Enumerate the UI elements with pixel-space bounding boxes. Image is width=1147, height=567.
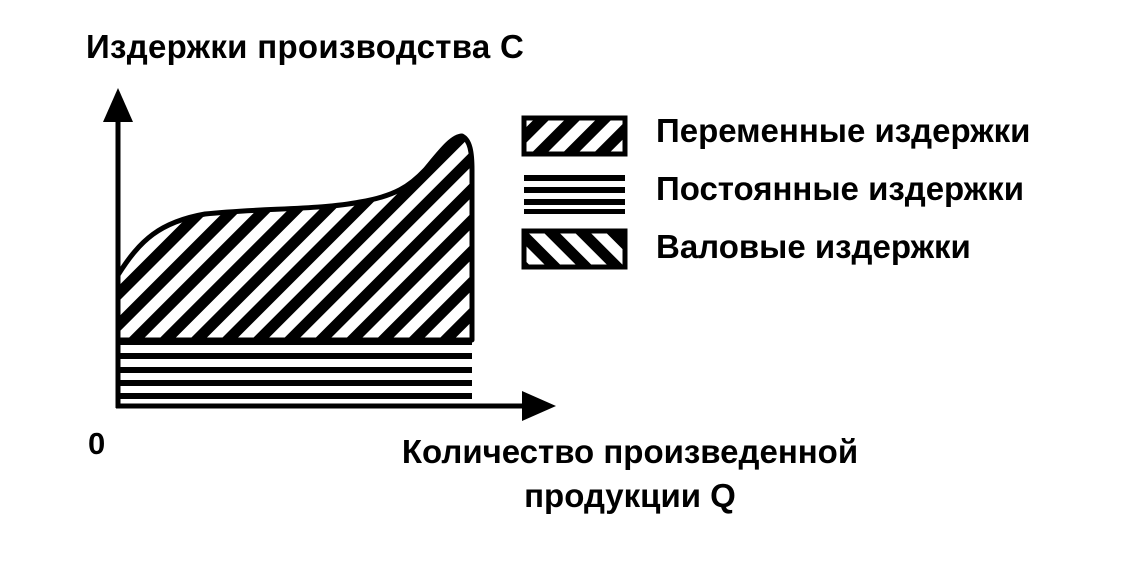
x-axis-label: Количество произведенной продукции Q: [372, 430, 888, 518]
legend-swatch-variable-costs: [521, 115, 628, 157]
fixed-costs-area: [118, 338, 472, 399]
legend-label-fixed-costs: Постоянные издержки: [656, 170, 1024, 207]
x-axis-label-line1: Количество произведенной: [401, 433, 859, 470]
variable-costs-area: [115, 133, 475, 343]
legend-swatch-gross-costs: [521, 228, 628, 270]
origin-label: 0: [88, 426, 106, 461]
y-axis-label: Издержки производства C: [86, 28, 525, 65]
legend-label-gross-costs: Валовые издержки: [656, 228, 971, 265]
x-axis-label-line2: продукции Q: [524, 477, 736, 514]
x-axis-arrow: [522, 391, 556, 421]
legend-label-variable-costs: Переменные издержки: [656, 112, 1031, 149]
y-axis-arrow: [103, 88, 133, 122]
legend-swatch-fixed-costs: [524, 175, 625, 214]
